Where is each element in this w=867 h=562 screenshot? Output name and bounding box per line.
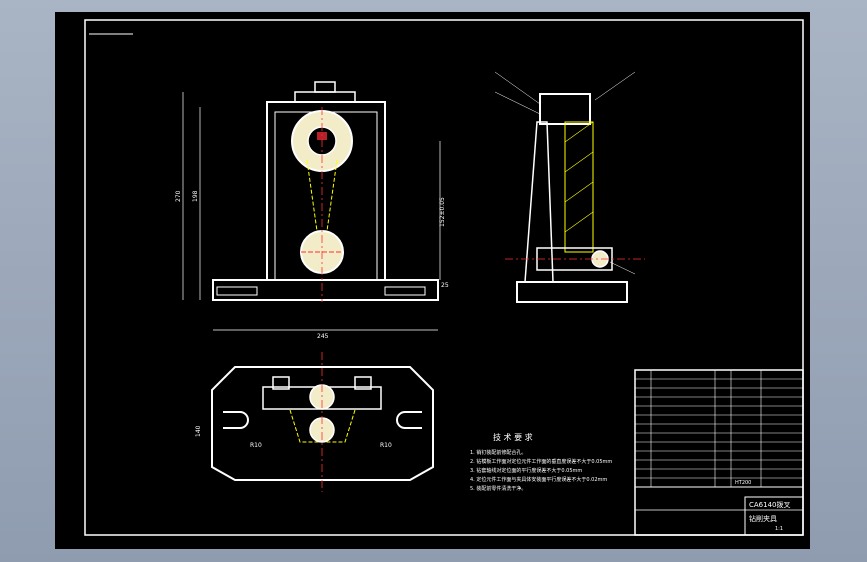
hatch-3 <box>564 181 594 203</box>
border-frame <box>84 19 804 536</box>
dim-label-152: 152±0.05 <box>439 197 446 227</box>
plan-outline <box>211 366 434 481</box>
dim-label-245: 245 <box>317 333 329 340</box>
side-base <box>516 281 628 303</box>
dim-label-270: 270 <box>175 190 182 202</box>
leader-4 <box>609 261 636 275</box>
tech-requirements: 技 术 要 求 1. 销钉装配前修配合孔。 2. 钻模板工作面对定位元件工作面的… <box>470 432 612 492</box>
tech-title: 技 术 要 求 <box>493 432 533 442</box>
top-plate <box>294 91 356 103</box>
front-view: 270 198 152±0.05 25 245 <box>175 81 449 340</box>
base-slot-left <box>216 286 258 296</box>
tech-item-1: 1. 销钉装配前修配合孔。 <box>470 449 526 456</box>
side-top-block <box>539 93 591 125</box>
plan-slot-right <box>396 411 422 429</box>
plan-view: 140 R10 R10 <box>195 352 434 492</box>
title-block: CA6140拨叉 钻削夹具 HT200 1:1 <box>634 369 804 536</box>
side-rib <box>524 121 554 283</box>
drawing-name-line2: 钻削夹具 <box>749 514 777 523</box>
tech-item-5: 5. 装配前零件清洗干净。 <box>470 485 526 492</box>
base-slot-right <box>384 286 426 296</box>
tech-item-2: 2. 钻模板工作面对定位元件工作面的垂直度误差不大于0.05mm <box>470 458 612 465</box>
dim-label-140: 140 <box>195 425 202 437</box>
front-base <box>212 279 439 301</box>
material-label: HT200 <box>735 480 751 486</box>
drawing-canvas: 270 198 152±0.05 25 245 <box>84 19 804 536</box>
leader-3 <box>594 71 636 101</box>
hatch-2 <box>564 151 594 173</box>
scale-label: 1:1 <box>775 526 783 532</box>
hatch-4 <box>564 211 594 233</box>
plan-clamp-right <box>354 376 372 390</box>
leader-2 <box>494 91 541 115</box>
leader-1 <box>494 71 541 105</box>
slot-left-label: R10 <box>250 442 262 449</box>
bom-frame <box>634 369 804 536</box>
side-column-hatch <box>564 121 594 253</box>
name-box <box>744 496 804 536</box>
drawing-sheet: 270 198 152±0.05 25 245 <box>55 12 810 549</box>
slot-right-label: R10 <box>380 442 392 449</box>
plan-clamp-left <box>272 376 290 390</box>
side-view <box>494 71 645 303</box>
plan-slot-left <box>223 411 249 429</box>
dim-label-25: 25 <box>441 282 449 289</box>
top-knob <box>314 81 336 93</box>
tech-item-4: 4. 定位元件工作面与夹具体安装面平行度误差不大于0.02mm <box>470 476 607 483</box>
dim-label-198: 198 <box>192 190 199 202</box>
bom-rows <box>635 370 803 488</box>
tech-item-3: 3. 钻套轴线对定位面的平行度误差不大于0.05mm <box>470 467 582 474</box>
drawing-name-line1: CA6140拨叉 <box>749 500 791 509</box>
hatch-1 <box>564 121 594 143</box>
